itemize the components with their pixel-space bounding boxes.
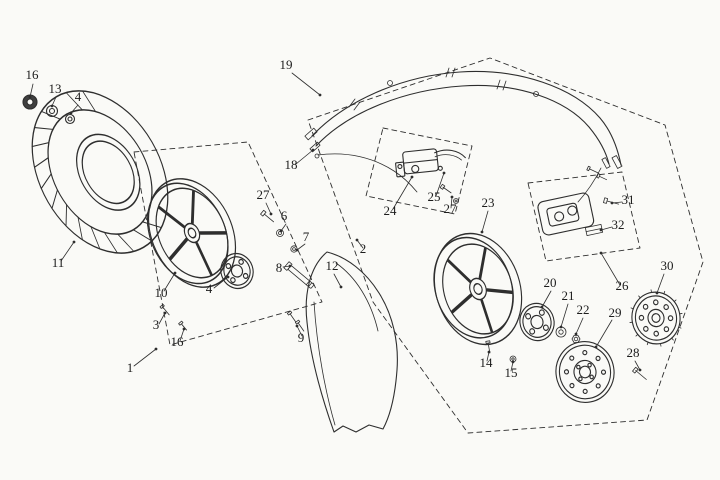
part-label-2: 2 (360, 241, 367, 256)
rear-fender (305, 251, 398, 433)
brake-pad (584, 224, 604, 236)
master-cylinder (395, 148, 466, 204)
part-label-16a: 16 (26, 67, 40, 82)
rear-wheel (433, 232, 523, 346)
part-label-15: 15 (505, 365, 518, 380)
part-labels: 16 13 4 19 18 11 10 4 27 6 7 8 3 16 1 9 … (26, 57, 674, 380)
axle-nut-dark (22, 94, 38, 110)
part-label-10: 10 (155, 285, 168, 300)
brake-cables (304, 67, 623, 203)
fender-bolts (286, 310, 305, 332)
sprocket (629, 289, 683, 347)
part-label-4a: 4 (75, 89, 82, 104)
front-rim (146, 178, 237, 288)
part-label-8: 8 (276, 260, 283, 275)
axle-bolt (260, 209, 274, 223)
part-label-4b: 4 (206, 281, 213, 296)
part-label-3: 3 (153, 317, 160, 332)
part-label-30: 30 (661, 258, 674, 273)
brake-caliper (537, 192, 619, 236)
part-label-22: 22 (577, 302, 590, 317)
front-axle-fasteners (22, 94, 76, 125)
leader-dots (28, 93, 659, 372)
part-label-21: 21 (562, 288, 575, 303)
part-label-27b: 27 (444, 201, 458, 216)
part-label-18: 18 (285, 157, 298, 172)
part-label-25: 25 (428, 189, 441, 204)
axle-shaft (283, 261, 315, 289)
brake-disc (555, 341, 615, 403)
part-label-1: 1 (127, 360, 134, 375)
part-label-32: 32 (612, 217, 625, 232)
master-cylinder-outline (365, 127, 473, 215)
cable-adjusters (314, 67, 539, 159)
part-label-28: 28 (627, 345, 640, 360)
part-label-14: 14 (480, 355, 494, 370)
part-label-20: 20 (544, 275, 557, 290)
axle-hardware (260, 209, 315, 289)
front-rim-spokes (158, 189, 227, 276)
part-label-7: 7 (303, 229, 310, 244)
front-hub-cover (220, 252, 254, 290)
sprocket-teeth (629, 289, 683, 347)
part-label-16b: 16 (171, 334, 185, 349)
leader-lines (29, 72, 665, 372)
part-label-24: 24 (384, 203, 398, 218)
tire (31, 90, 169, 254)
cable-end-fittings (304, 127, 623, 181)
tire-tread (31, 90, 162, 254)
part-label-11: 11 (52, 255, 65, 270)
rear-hub (519, 302, 555, 342)
disc-bolt (632, 366, 647, 380)
hub-nut (571, 335, 581, 343)
part-label-26: 26 (616, 278, 630, 293)
rear-wheel-spokes (447, 247, 514, 334)
left-group-outline (133, 141, 323, 346)
part-label-31: 31 (622, 192, 635, 207)
part-label-19: 19 (280, 57, 293, 72)
lever-bolts (439, 183, 459, 204)
right-group-outline (307, 57, 704, 434)
part-label-29: 29 (609, 305, 622, 320)
part-label-27a: 27 (257, 187, 271, 202)
part-label-12: 12 (326, 258, 339, 273)
part-label-6: 6 (281, 208, 288, 223)
spacer (64, 113, 76, 125)
part-label-9: 9 (298, 330, 305, 345)
small-bolts-left (159, 303, 187, 331)
part-label-23: 23 (482, 195, 495, 210)
caliper-outline (527, 171, 641, 262)
hub-washer (555, 326, 567, 338)
part-label-13: 13 (49, 81, 62, 96)
